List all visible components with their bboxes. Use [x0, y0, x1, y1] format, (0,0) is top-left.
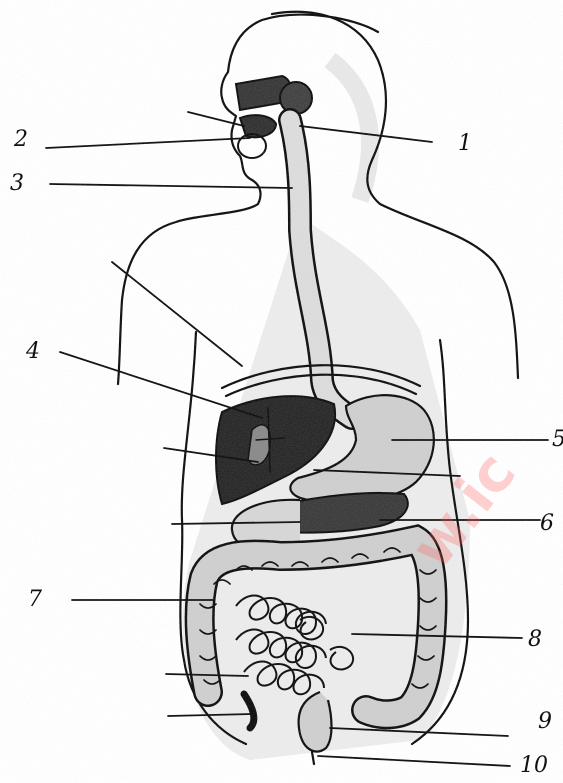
- label-8: 8: [528, 627, 542, 652]
- label-7: 7: [28, 587, 42, 612]
- label-6: 6: [540, 511, 554, 536]
- label-2: 2: [13, 127, 28, 152]
- label-9: 9: [538, 709, 552, 734]
- label-10: 10: [520, 753, 548, 778]
- label-5: 5: [552, 427, 563, 452]
- label-1: 1: [458, 131, 472, 156]
- label-3: 3: [10, 171, 24, 196]
- label-4: 4: [25, 339, 40, 364]
